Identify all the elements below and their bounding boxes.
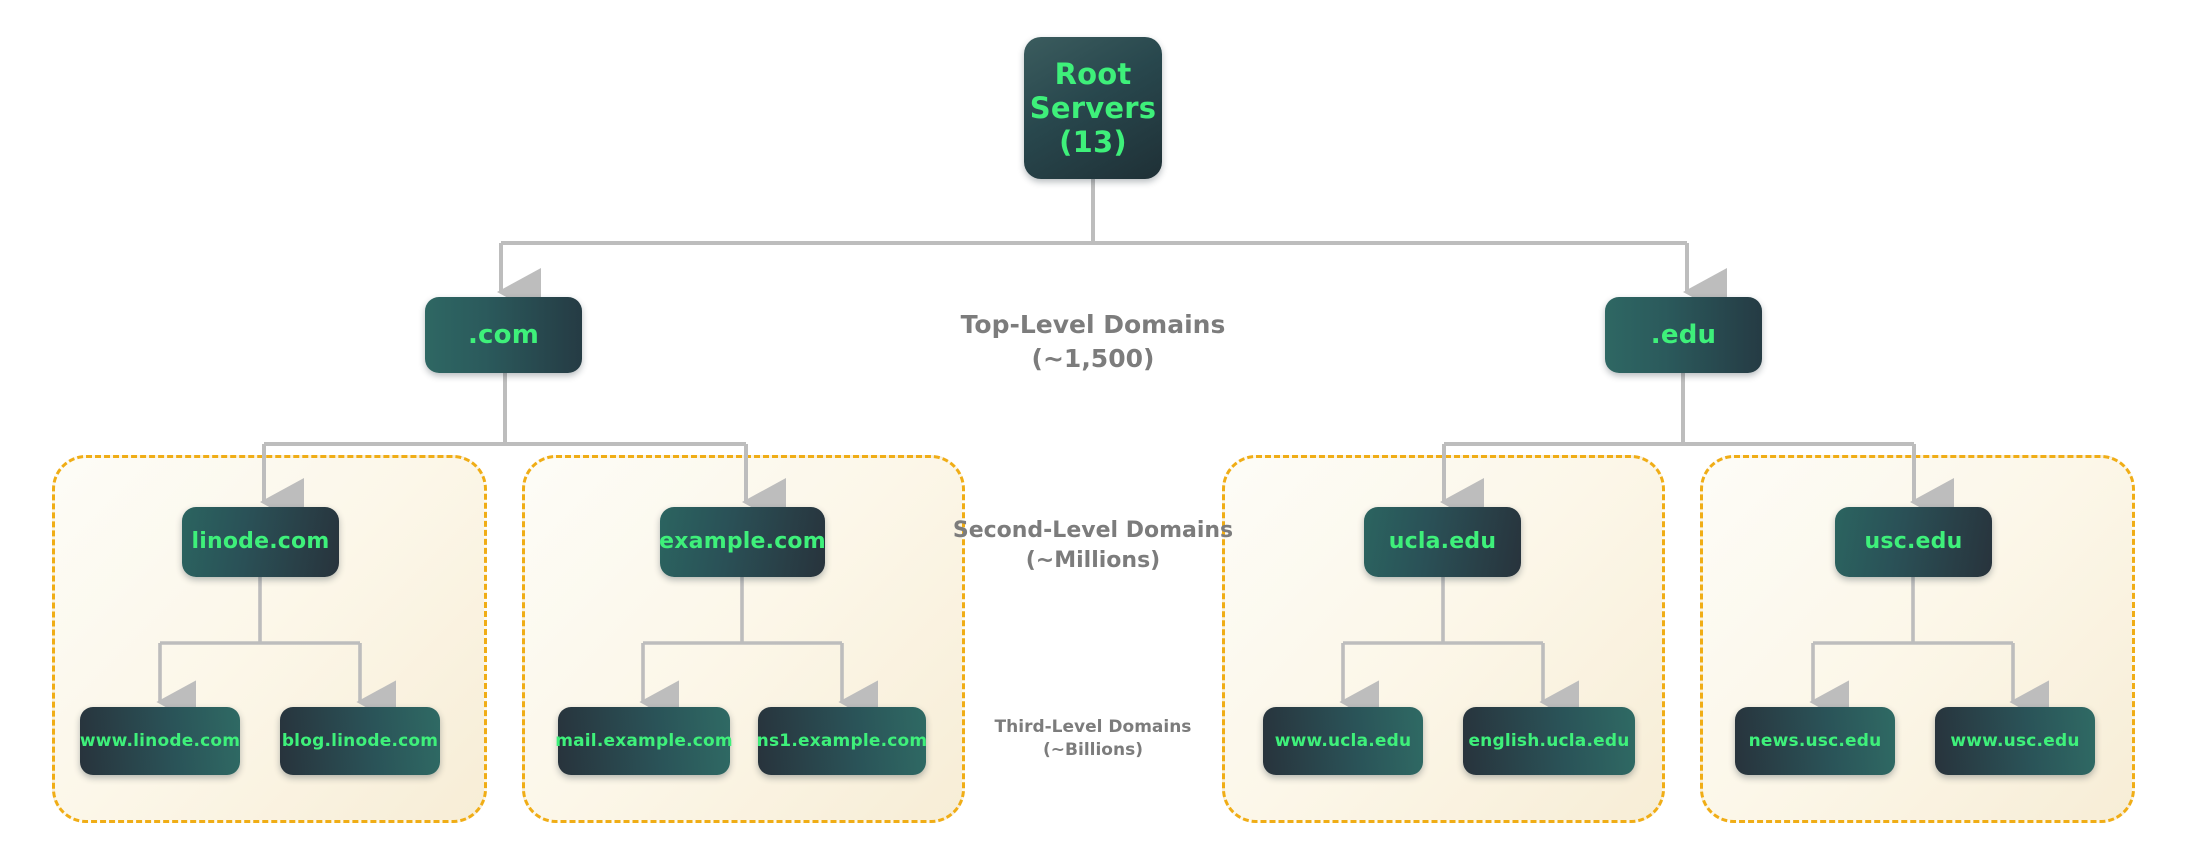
node-tld-com[interactable]: .com xyxy=(425,297,582,373)
node-third-ns1-example-com[interactable]: ns1.example.com xyxy=(757,707,927,775)
node-third-blog-linode-com[interactable]: blog.linode.com xyxy=(280,707,440,775)
tier-label-top-level: Top-Level Domains (~1,500) xyxy=(960,310,1226,373)
node-tld-edu[interactable]: .edu xyxy=(1605,297,1762,373)
node-second-linode-com[interactable]: linode.com xyxy=(182,507,339,577)
node-third-www-ucla-edu[interactable]: www.ucla.edu xyxy=(1263,707,1423,775)
tier-label-second-level: Second-Level Domains (~Millions) xyxy=(952,518,1234,573)
node-third-mail-example-com[interactable]: mail.example.com xyxy=(555,707,733,775)
node-third-news-usc-edu[interactable]: news.usc.edu xyxy=(1735,707,1895,775)
node-third-english-ucla-edu[interactable]: english.ucla.edu xyxy=(1463,707,1635,775)
node-second-usc-edu[interactable]: usc.edu xyxy=(1835,507,1992,577)
node-third-www-usc-edu[interactable]: www.usc.edu xyxy=(1935,707,2095,775)
node-second-example-com[interactable]: example.com xyxy=(659,507,826,577)
tier-label-third-level: Third-Level Domains (~Billions) xyxy=(994,717,1192,760)
node-root-servers[interactable]: Root Servers (13) xyxy=(1024,37,1162,179)
node-second-ucla-edu[interactable]: ucla.edu xyxy=(1364,507,1521,577)
node-third-www-linode-com[interactable]: www.linode.com xyxy=(80,707,240,775)
